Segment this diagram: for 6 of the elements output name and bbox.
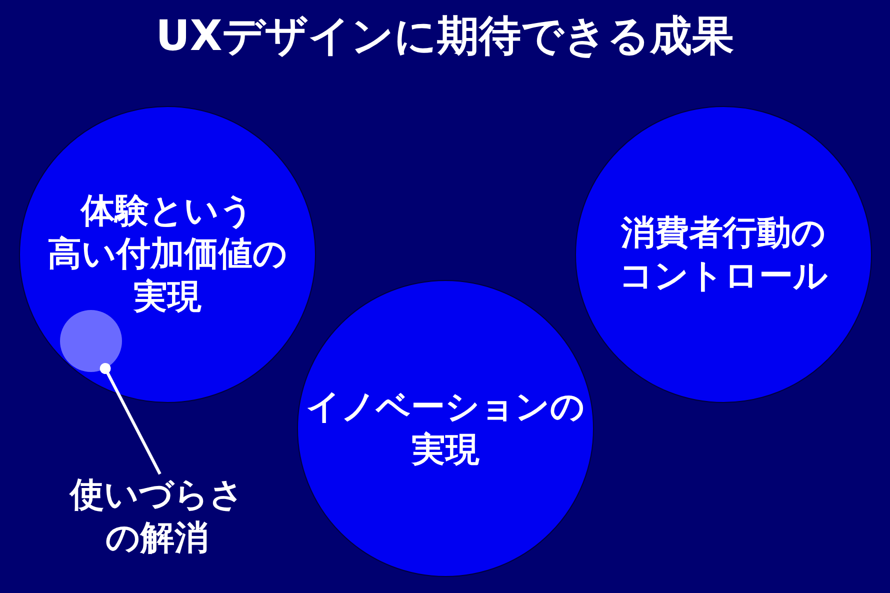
bubble-text: イノベーションの実現 bbox=[306, 386, 585, 472]
leader-line bbox=[100, 363, 162, 475]
bubble-text: 消費者行動のコントロール bbox=[619, 212, 828, 298]
title: UXデザインに期待できる成果 bbox=[154, 10, 736, 62]
bubble-text: 体験という高い付加価値の実現 bbox=[48, 190, 288, 319]
callout-text: 使いづらさの解消 bbox=[57, 474, 257, 562]
